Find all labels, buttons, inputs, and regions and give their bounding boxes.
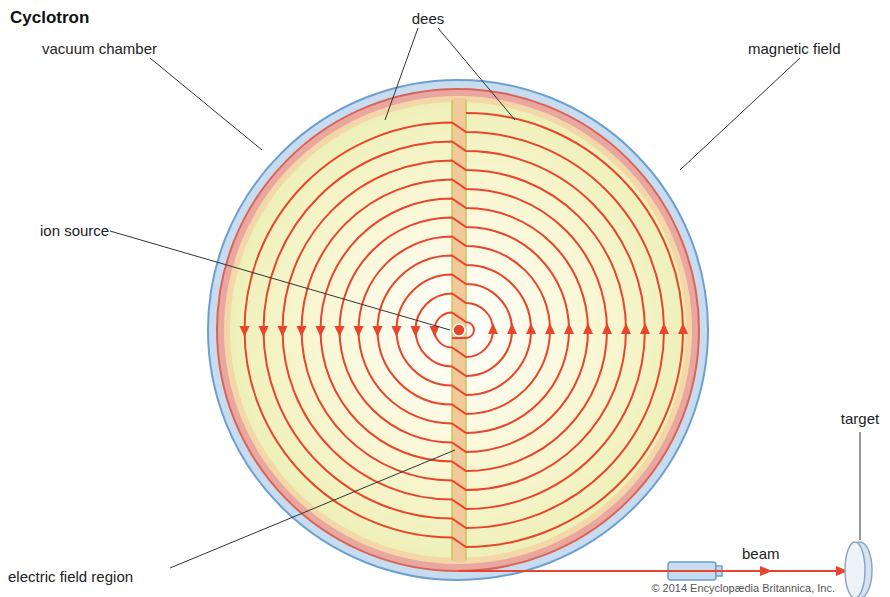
beam-line: [459, 570, 840, 572]
spiral-arrow: [335, 326, 345, 337]
ion-source: [453, 324, 465, 336]
particle-spiral: [240, 113, 689, 547]
part-label: target: [841, 410, 879, 427]
spiral-arrow: [602, 323, 612, 334]
spiral-arrow: [411, 326, 421, 337]
spiral-arrow: [488, 323, 498, 334]
spiral-arrow: [640, 323, 650, 334]
spiral-arrow: [297, 326, 307, 337]
spiral-arrow: [507, 323, 517, 334]
spiral-arrow: [659, 323, 669, 334]
spiral-arrow: [373, 326, 383, 337]
magnet-inner: [224, 96, 692, 564]
vacuum-chamber: [208, 80, 708, 580]
leader-lines: [110, 28, 860, 568]
diagram-title: Cyclotron: [10, 8, 89, 28]
spiral-path: [245, 113, 684, 547]
dees-label: dees: [412, 10, 445, 27]
spiral-arrow: [564, 323, 574, 334]
part-label: ion source: [40, 222, 109, 239]
spiral-arrow: [392, 326, 402, 337]
spiral-arrow: [278, 326, 288, 337]
spiral-arrow: [240, 326, 250, 337]
spiral-arrow: [354, 326, 364, 337]
spiral-arrow: [621, 323, 631, 334]
spiral-arrow: [678, 323, 688, 334]
spiral-arrow: [259, 326, 269, 337]
copyright-credit: © 2014 Encyclopædia Britannica, Inc.: [651, 582, 835, 595]
beam-arrow: [760, 566, 772, 576]
part-label: vacuum chamber: [42, 40, 157, 57]
spiral-arrow: [316, 326, 326, 337]
part-label: magnetic field: [748, 40, 841, 57]
part-label: electric field region: [8, 568, 133, 585]
part-label: beam: [742, 545, 780, 562]
spiral-arrow: [430, 326, 440, 337]
spiral-arrow: [583, 323, 593, 334]
spiral-arrow: [545, 323, 555, 334]
spiral-arrow: [526, 323, 536, 334]
magnet-ring: [217, 89, 699, 571]
target-face: [845, 542, 865, 597]
